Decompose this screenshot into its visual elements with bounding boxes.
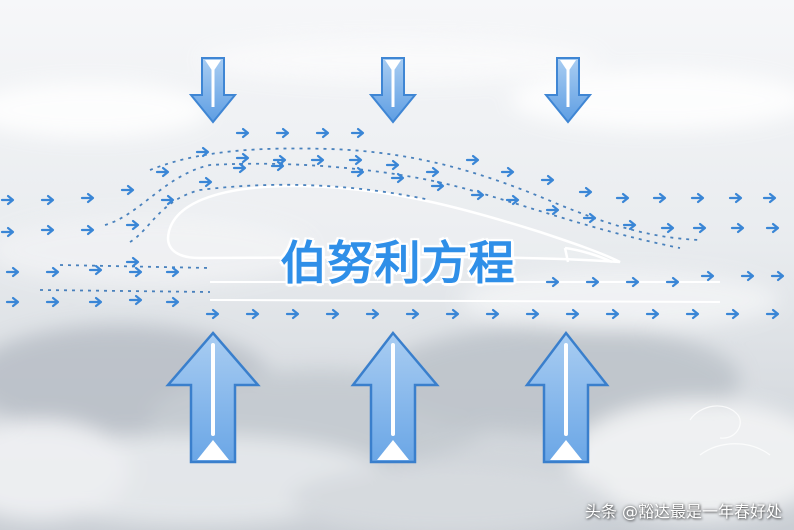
flow-arrow-icon <box>430 180 445 192</box>
flow-arrow-icon <box>485 308 500 320</box>
sketch-decoration <box>689 405 771 456</box>
flow-arrow-icon <box>88 264 103 276</box>
flow-arrow-icon <box>45 296 60 308</box>
flow-arrow-icon <box>165 266 180 278</box>
flow-arrow-icon <box>545 204 560 216</box>
diagram-title: 伯努利方程 <box>280 236 516 290</box>
flow-arrow-icon <box>125 256 140 268</box>
up-arrow-notch <box>377 440 409 460</box>
flow-arrow-icon <box>765 308 780 320</box>
flow-arrow-icon <box>5 296 20 308</box>
flow-arrow-icon <box>505 194 520 206</box>
flow-arrow-icon <box>195 146 210 158</box>
flow-arrow-icon <box>470 189 485 201</box>
down-arrow-notch <box>385 60 401 72</box>
flow-arrow-icon <box>88 296 103 308</box>
flow-arrow-icon <box>405 308 420 320</box>
flow-arrow-icon <box>155 166 170 178</box>
flow-arrow-icon <box>585 276 600 288</box>
flow-arrow-icon <box>725 308 740 320</box>
flow-arrow-icon <box>245 308 260 320</box>
flow-arrow-icon <box>5 266 20 278</box>
flow-arrow-icon <box>365 308 380 320</box>
flow-arrow-icon <box>235 127 250 139</box>
flow-arrow-icon <box>525 308 540 320</box>
flow-arrow-icon <box>665 276 680 288</box>
flow-arrow-icon <box>690 192 705 204</box>
flow-arrow-icon <box>565 308 580 320</box>
flow-arrow-icon <box>232 162 247 174</box>
flow-arrow-icon <box>40 194 55 206</box>
pressure-down-arrows <box>188 57 593 124</box>
flow-arrow-icon <box>578 186 593 198</box>
flow-arrow-icon <box>275 127 290 139</box>
flow-arrow-icon <box>622 219 637 231</box>
down-arrow-notch <box>560 60 576 72</box>
flow-arrow-icon <box>80 192 95 204</box>
flow-arrow-icon <box>740 270 755 282</box>
up-arrow-notch <box>550 440 582 460</box>
flow-arrow-icon <box>540 174 555 186</box>
flow-arrow-icon <box>325 308 340 320</box>
flow-arrow-icon <box>660 222 675 234</box>
flow-arrow-icon <box>765 222 780 234</box>
flow-arrow-icon <box>0 194 15 206</box>
flow-arrow-icon <box>315 127 330 139</box>
flow-arrow-icon <box>645 308 660 320</box>
streamlines <box>39 147 701 293</box>
flow-arrow-icon <box>348 154 363 166</box>
flow-arrow-icon <box>0 226 15 238</box>
airfoil <box>166 184 721 303</box>
flow-arrow-icon <box>700 270 715 282</box>
flow-arrow-icon <box>235 152 250 164</box>
flow-arrow-icon <box>445 308 460 320</box>
pressure-up-arrows <box>165 330 610 464</box>
flow-arrow-icon <box>685 308 700 320</box>
flow-arrow-icon <box>652 192 667 204</box>
flow-arrow-icon <box>120 184 135 196</box>
flow-arrow-icon <box>605 308 620 320</box>
flow-arrow-icon <box>500 166 515 178</box>
flow-arrow-icon <box>128 294 143 306</box>
flow-arrow-icon <box>165 296 180 308</box>
flow-arrow-icon <box>350 166 365 178</box>
flow-arrow-icon <box>390 172 405 184</box>
flow-arrow-icon <box>198 176 213 188</box>
up-arrow-notch <box>197 440 229 460</box>
flow-arrow-icon <box>582 212 597 224</box>
flow-arrow-icon <box>45 266 60 278</box>
flow-arrow-icon <box>545 276 560 288</box>
flow-arrows <box>0 127 785 320</box>
flow-arrow-icon <box>465 154 480 166</box>
flow-arrow-icon <box>615 192 630 204</box>
flow-arrow-icon <box>350 127 365 139</box>
flow-arrow-icon <box>125 219 140 231</box>
flow-arrow-icon <box>272 154 287 166</box>
flow-arrow-icon <box>728 192 743 204</box>
watermark: 头条 @豁达最是一年春好处 <box>584 502 782 521</box>
flow-arrow-icon <box>128 266 143 278</box>
flow-arrow-icon <box>205 308 220 320</box>
flow-arrow-icon <box>730 222 745 234</box>
flow-arrow-icon <box>770 270 785 282</box>
flow-arrow-icon <box>80 224 95 236</box>
flow-arrow-icon <box>160 194 175 206</box>
flow-arrow-icon <box>285 308 300 320</box>
flow-arrow-icon <box>762 192 777 204</box>
flow-arrow-icon <box>270 160 285 172</box>
down-arrow-notch <box>205 60 221 72</box>
flow-arrow-icon <box>385 159 400 171</box>
flow-arrow-icon <box>425 166 440 178</box>
flow-arrow-icon <box>310 154 325 166</box>
flow-arrow-icon <box>40 224 55 236</box>
flow-arrow-icon <box>692 222 707 234</box>
flow-arrow-icon <box>625 276 640 288</box>
